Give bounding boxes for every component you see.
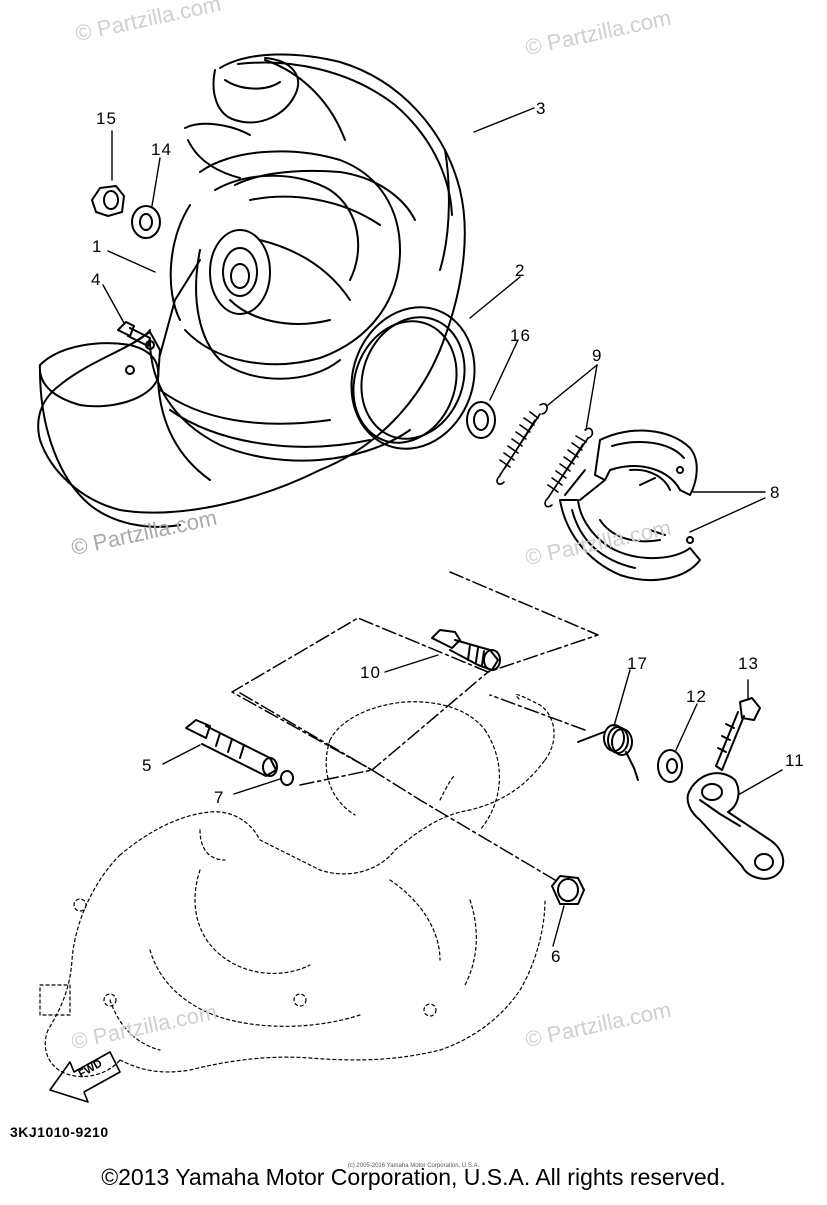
washer-part-16 — [466, 401, 496, 439]
rear-wheel-assembly — [37, 53, 466, 528]
callout-2: 2 — [515, 261, 526, 280]
callout-6: 6 — [551, 947, 562, 966]
copyright-notice: ©2013 Yamaha Motor Corporation, U.S.A. A… — [101, 1164, 726, 1190]
oring-part-7 — [280, 770, 294, 786]
callout-9: 9 — [592, 346, 603, 365]
callout-7: 7 — [214, 788, 225, 807]
callout-5: 5 — [142, 756, 153, 775]
nut-part-15 — [91, 185, 125, 217]
camshaft-part-10 — [431, 629, 501, 671]
callout-12: 12 — [686, 687, 707, 706]
callout-15: 15 — [96, 109, 117, 128]
fine-print: (c) 2005-2016 Yamaha Motor Corporation, … — [347, 1163, 480, 1169]
callout-1: 1 — [92, 237, 103, 256]
callout-11: 11 — [785, 751, 805, 770]
exploded-view-boundary — [231, 571, 599, 881]
washer-part-12 — [657, 749, 683, 783]
shaft-part-5 — [185, 719, 278, 777]
callout-13: 13 — [738, 654, 759, 673]
callout-17: 17 — [627, 654, 648, 673]
callout-3: 3 — [536, 99, 547, 118]
callout-4: 4 — [91, 270, 102, 289]
bolt-part-13 — [715, 697, 761, 771]
callout-10: 10 — [360, 663, 381, 682]
callout-14: 14 — [151, 140, 172, 159]
leader-lines — [102, 107, 783, 947]
washer-part-14 — [131, 205, 161, 239]
diagram-code: 3KJ1010-9210 — [10, 1124, 109, 1140]
collar-part-6 — [551, 875, 585, 905]
brake-arm-part-11 — [686, 772, 785, 880]
crankcase-outline — [39, 693, 555, 1078]
spring-part-17 — [577, 724, 639, 781]
callout-16: 16 — [510, 326, 531, 345]
fwd-arrow-icon — [49, 1051, 121, 1103]
springs-part-9 — [496, 403, 594, 508]
bolt-part-4 — [117, 321, 151, 347]
callout-8: 8 — [770, 483, 781, 502]
brake-ring-part-2 — [350, 306, 476, 450]
brake-shoes-part-8 — [559, 429, 701, 581]
